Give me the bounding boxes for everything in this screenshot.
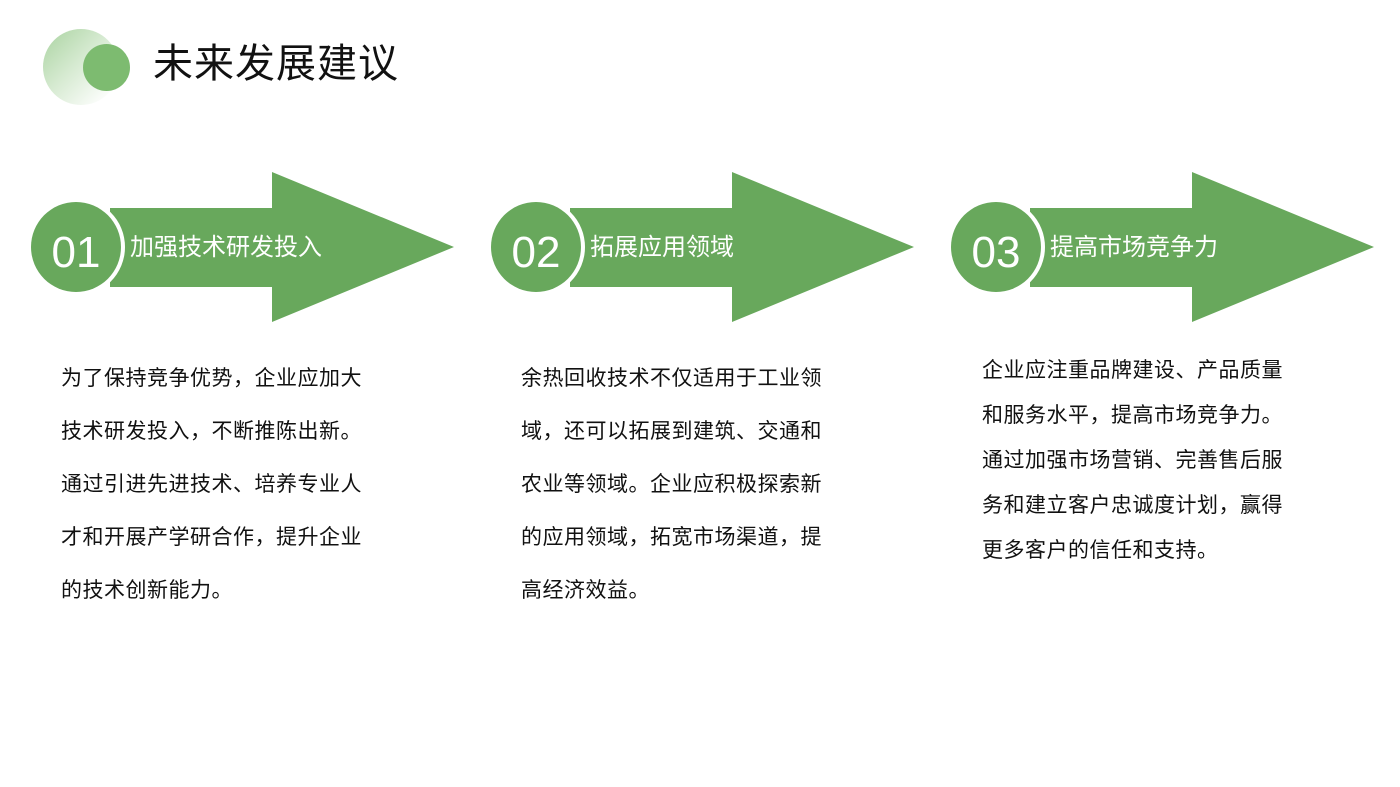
step-title: 提高市场竞争力 (1050, 233, 1218, 261)
logo-circles-icon (43, 29, 133, 105)
step-02: 02 拓展应用领域 (482, 170, 942, 325)
page-title: 未来发展建议 (153, 41, 399, 87)
step-03-description: 企业应注重品牌建设、产品质量和服务水平，提高市场竞争力。通过加强市场营销、完善售… (982, 358, 1283, 562)
arrow-right-icon (487, 172, 914, 322)
step-number: 02 (511, 228, 561, 277)
step-title: 拓展应用领域 (590, 233, 734, 261)
arrow-right-icon (27, 172, 454, 322)
step-number: 01 (51, 228, 101, 277)
logo-small-circle (83, 44, 130, 91)
arrow-right-icon (947, 172, 1374, 322)
step-number: 03 (971, 228, 1021, 277)
step-title: 加强技术研发投入 (130, 233, 322, 261)
step-01: 01 加强技术研发投入 (22, 170, 482, 325)
step-01-description: 为了保持竞争优势，企业应加大技术研发投入，不断推陈出新。通过引进先进技术、培养专… (61, 366, 362, 602)
step-02-description: 余热回收技术不仅适用于工业领域，还可以拓展到建筑、交通和农业等领域。企业应积极探… (521, 366, 822, 602)
step-03: 03 提高市场竞争力 (942, 170, 1400, 325)
